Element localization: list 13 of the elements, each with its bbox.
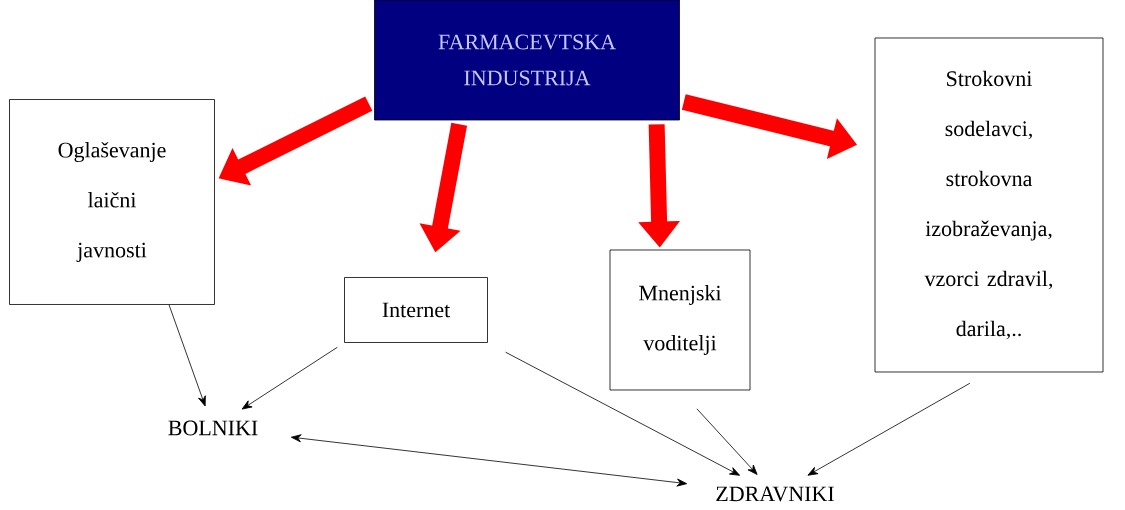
arrow: [290, 434, 688, 487]
title-box: FARMACEVTSKA INDUSTRIJA: [374, 0, 680, 121]
arrow: [807, 382, 971, 476]
text-box: Oglaševanje laični javnosti: [9, 99, 215, 305]
node-label: ZDRAVNIKI: [716, 486, 834, 502]
arrow: [168, 304, 206, 407]
arrow: [696, 408, 758, 475]
node-label: BOLNIKI: [168, 420, 258, 436]
arrow: [505, 351, 740, 476]
text-box: Strokovni sodelavci, strokovna izobraževanja, vzorci zdravil, darila,..: [874, 37, 1104, 373]
text-box: Internet: [344, 277, 488, 343]
text-box: Mnenjski voditelji: [609, 249, 751, 391]
arrow: [241, 346, 338, 410]
